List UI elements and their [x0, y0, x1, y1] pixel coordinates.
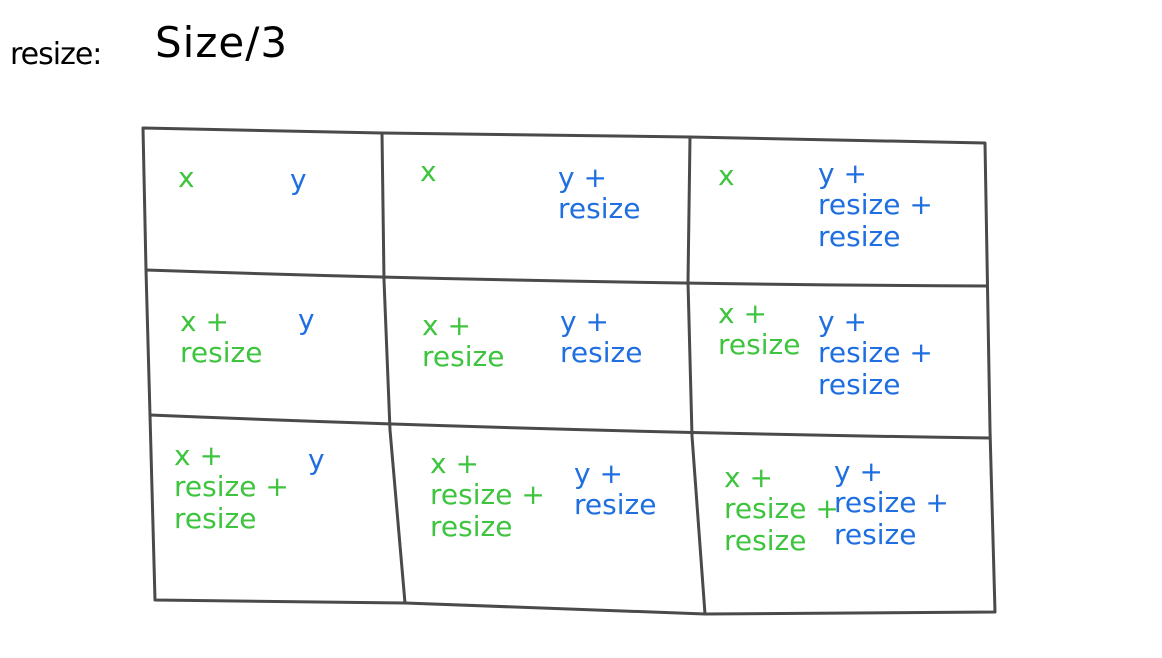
cell-x-label: x + resize [180, 305, 263, 370]
cell-y-label: y + resize + resize [818, 157, 933, 253]
cell-r1-c2: x y + resize [386, 140, 686, 280]
cell-r2-c2: x + resize y + resize [388, 282, 688, 430]
cell-r1-c3: x y + resize + resize [694, 140, 984, 284]
cell-x-label: x [718, 159, 735, 192]
cell-x-label: x + resize [422, 309, 505, 374]
cell-x-label: x + resize + resize [430, 447, 545, 543]
grid-col-divider-2 [686, 136, 707, 615]
cell-r1-c1: x y [150, 140, 382, 270]
cell-y-label: y [290, 163, 307, 196]
cell-r2-c3: x + resize y + resize + resize [694, 286, 988, 436]
grid-row-divider-2 [149, 413, 991, 440]
cell-y-label: y [308, 443, 325, 476]
cell-r3-c1: x + resize + resize y [156, 422, 388, 598]
cell-x-label: x + resize + resize [724, 461, 839, 557]
cell-y-label: y + resize + resize [818, 305, 933, 401]
cell-x-label: x [420, 155, 437, 188]
cell-x-label: x [178, 161, 195, 194]
cell-r3-c2: x + resize + resize y + resize [396, 434, 696, 602]
grid-row-divider-1 [145, 268, 989, 288]
cell-y-label: y + resize [558, 161, 641, 226]
cell-y-label: y + resize [560, 305, 643, 370]
cell-x-label: x + resize [718, 297, 801, 362]
grid-col-divider-1 [380, 132, 407, 604]
cell-y-label: y [298, 303, 315, 336]
title-label: resize: [10, 37, 102, 72]
cell-x-label: x + resize + resize [174, 439, 289, 535]
cell-y-label: y + resize + resize [834, 455, 949, 551]
cell-y-label: y + resize [574, 457, 657, 522]
cell-r3-c3: x + resize + resize y + resize + resize [700, 440, 990, 612]
cell-r2-c1: x + resize y [152, 276, 384, 416]
diagram-title: resize: Size/3 [10, 22, 370, 82]
grid-outer-border [141, 126, 997, 616]
title-formula: Size/3 [155, 18, 289, 67]
